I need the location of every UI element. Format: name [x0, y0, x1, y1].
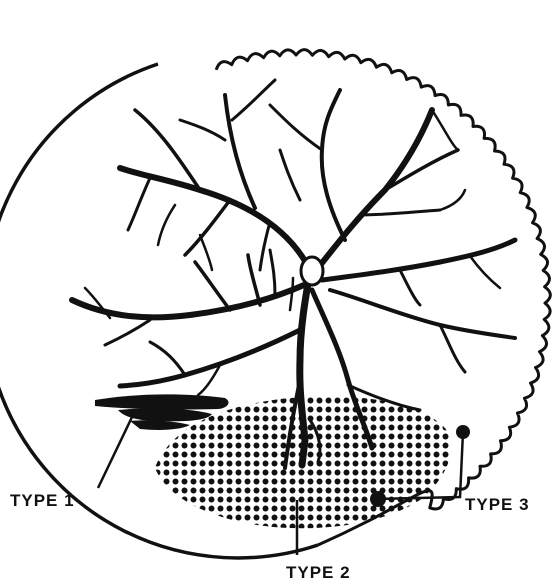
type2-label: TYPE 2 — [286, 563, 351, 582]
optic-disc — [301, 257, 323, 285]
type3-label: TYPE 3 — [465, 495, 530, 514]
type1-leader — [98, 415, 133, 488]
type1-label: TYPE 1 — [10, 491, 75, 510]
